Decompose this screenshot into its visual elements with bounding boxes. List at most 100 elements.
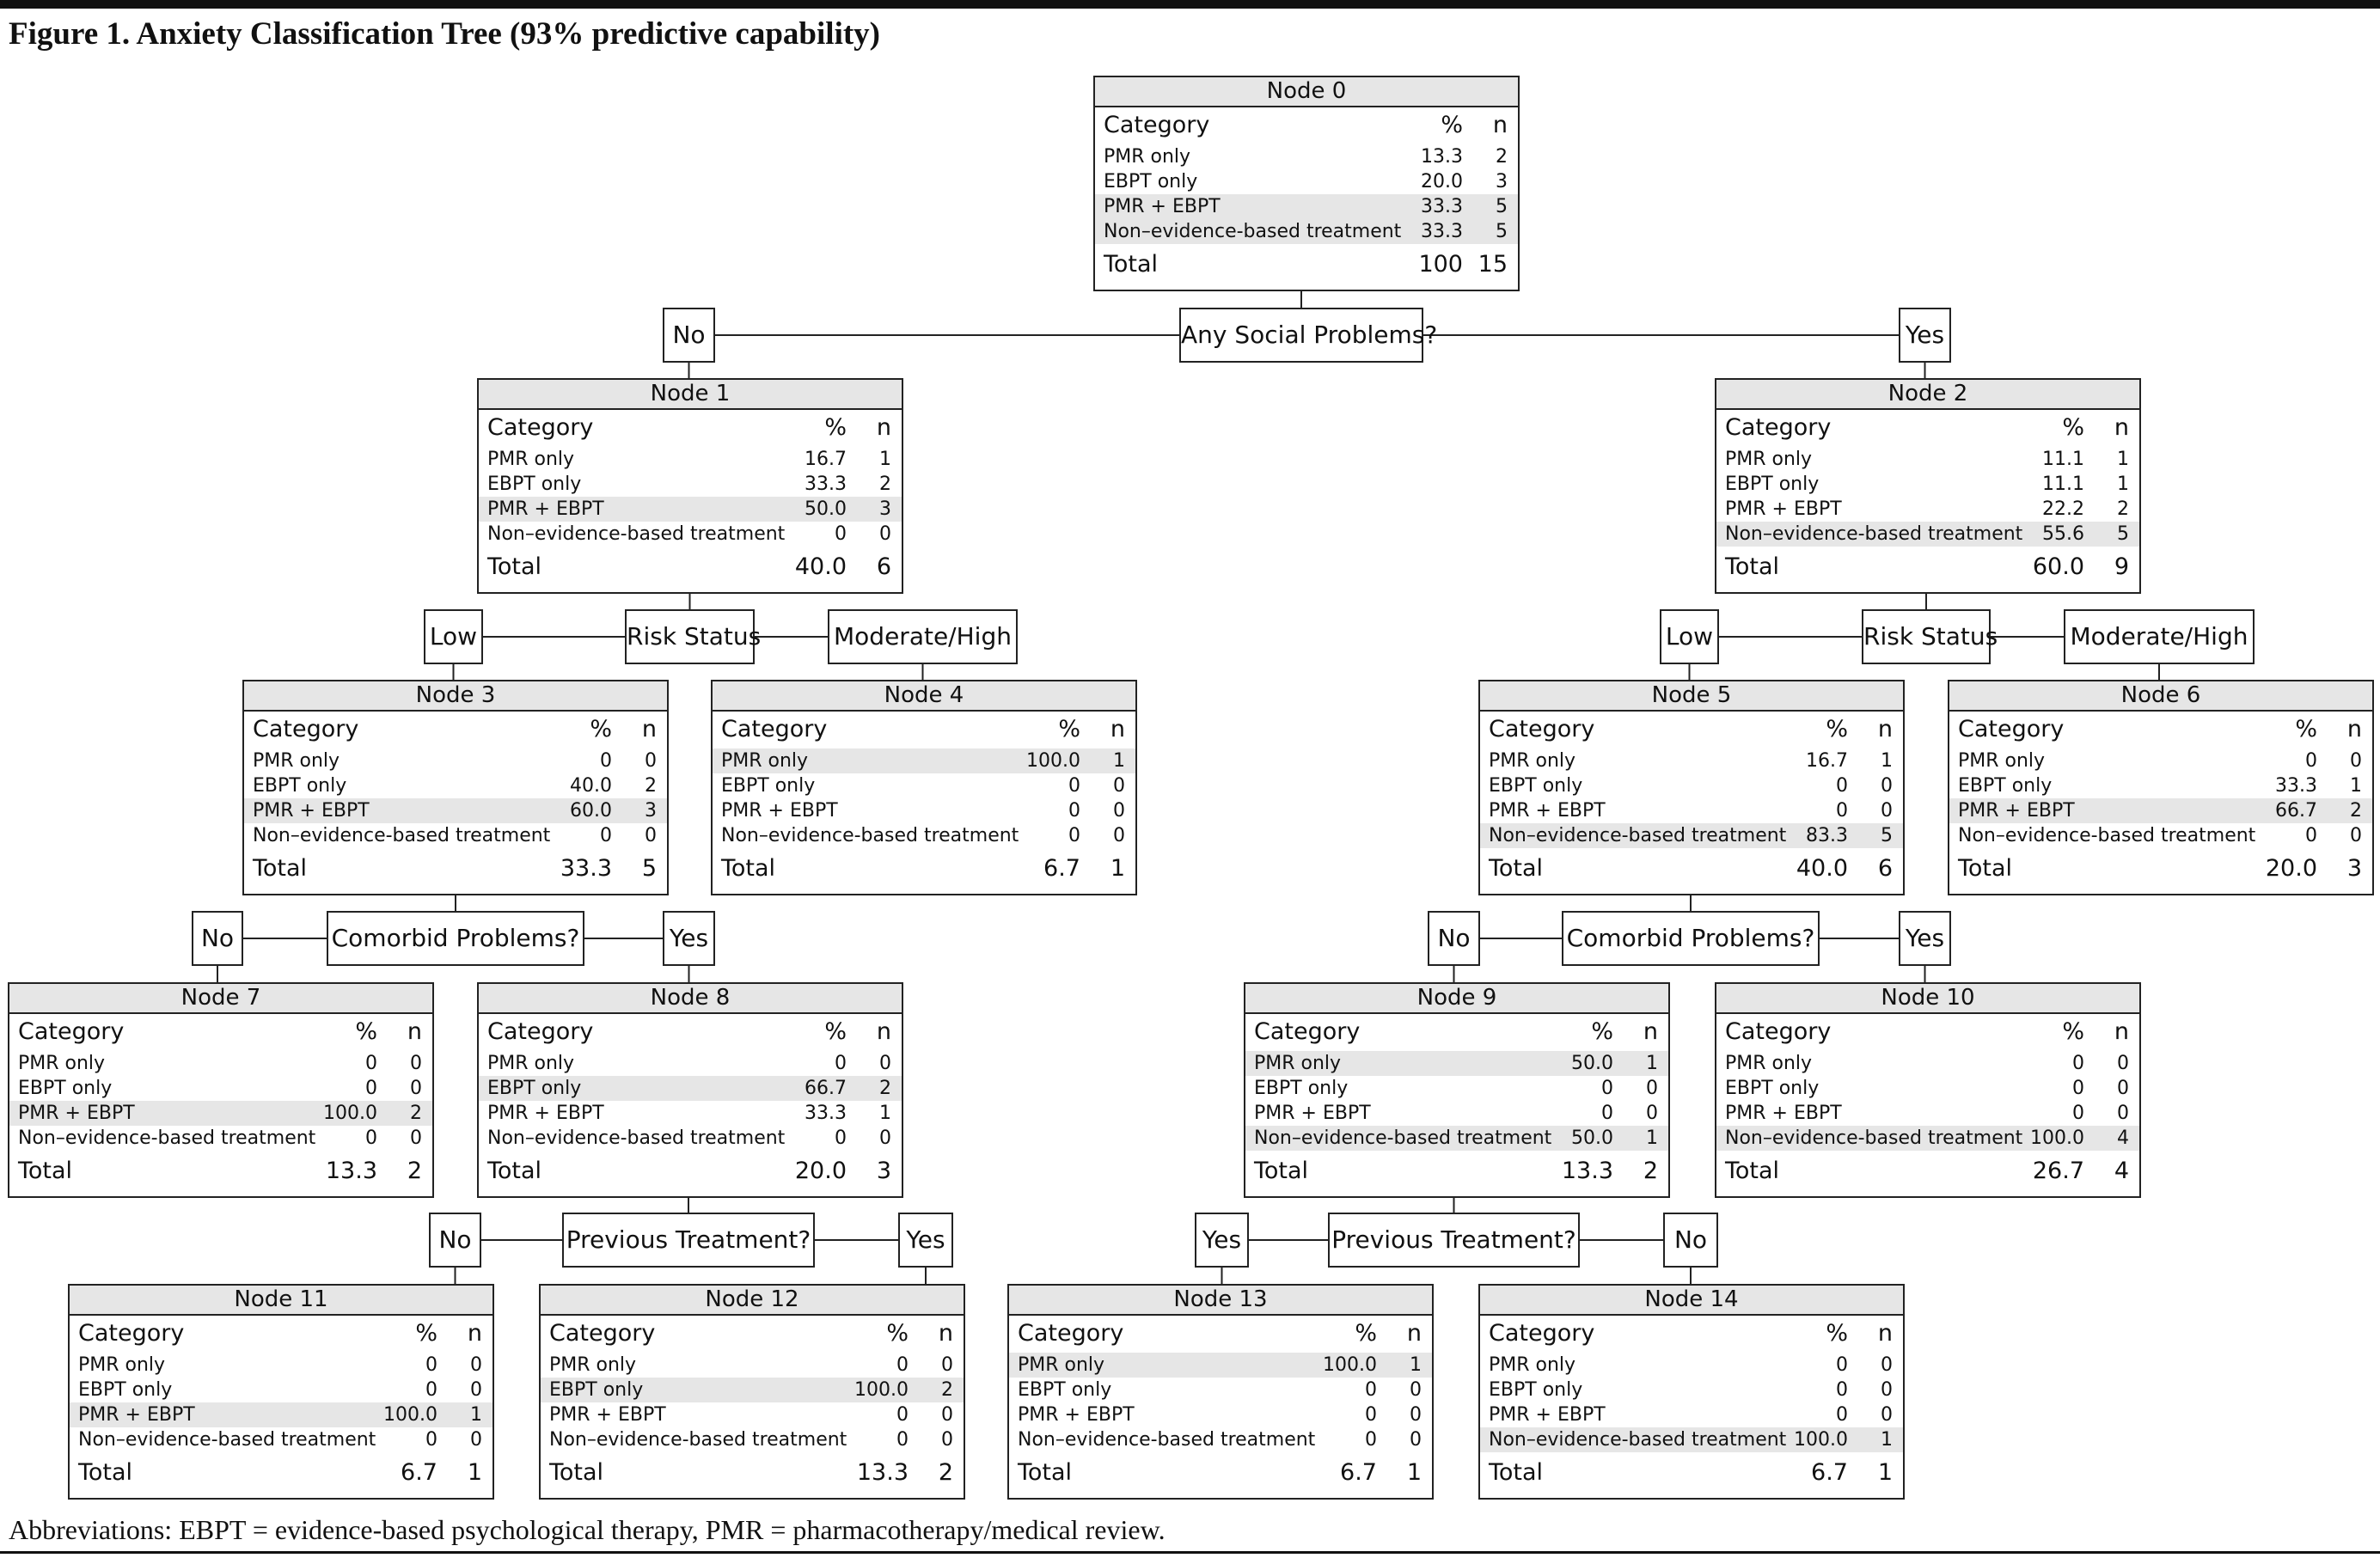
percent-header: % (355, 1018, 377, 1045)
percent-header: % (415, 1320, 437, 1347)
category-percent: 0 (425, 1429, 437, 1451)
category-percent: 0 (1068, 800, 1080, 822)
node-title: Node 6 (1949, 681, 2372, 712)
node-header-row: Category%n (18, 1017, 424, 1048)
count-header: n (2114, 1018, 2129, 1045)
category-label: EBPT only (721, 775, 816, 797)
category-label: EBPT only (1489, 1379, 1583, 1401)
total-label: Total (1489, 1459, 1544, 1486)
category-label: EBPT only (1018, 1379, 1112, 1401)
total-percent: 100 (1418, 251, 1463, 278)
category-label: PMR only (487, 449, 575, 470)
category-label: PMR only (1254, 1053, 1342, 1074)
category-count: 5 (1496, 196, 1508, 217)
category-label: PMR only (1018, 1354, 1105, 1376)
node-header-row: Category%n (1489, 1318, 1894, 1349)
category-label: PMR only (78, 1354, 166, 1376)
category-label: Non–evidence-based treatment (487, 1127, 786, 1149)
category-percent: 0 (425, 1379, 437, 1401)
category-percent: 11.1 (2042, 474, 2084, 495)
total-label: Total (721, 855, 776, 882)
category-count: 0 (645, 750, 657, 772)
total-count: 2 (938, 1459, 953, 1486)
category-count: 1 (2117, 449, 2129, 470)
category-label: PMR only (1489, 750, 1576, 772)
category-label: PMR + EBPT (1018, 1404, 1135, 1426)
node-title: Node 4 (713, 681, 1135, 712)
category-percent: 100.0 (1026, 750, 1080, 772)
category-count: 1 (879, 449, 891, 470)
category-percent: 100.0 (1794, 1429, 1848, 1451)
top-rule (0, 0, 2380, 9)
category-percent: 55.6 (2042, 523, 2084, 545)
category-label: EBPT only (18, 1078, 113, 1099)
node-header-row: Category%n (1254, 1017, 1660, 1048)
category-label: PMR only (18, 1053, 106, 1074)
category-count: 2 (941, 1379, 953, 1401)
social-right-branch-label: Yes (1899, 308, 1951, 363)
category-percent: 0 (425, 1354, 437, 1376)
category-label: PMR + EBPT (1725, 1103, 1842, 1124)
category-count: 5 (2117, 523, 2129, 545)
node-header-row: Category%n (1489, 714, 1894, 745)
category-count: 2 (410, 1103, 422, 1124)
category-percent: 0 (600, 825, 612, 846)
category-label: EBPT only (253, 775, 347, 797)
total-count: 1 (467, 1459, 482, 1486)
total-count: 2 (407, 1158, 422, 1184)
category-label: PMR only (253, 750, 340, 772)
total-label: Total (487, 1158, 542, 1184)
category-count: 0 (470, 1379, 482, 1401)
category-label: EBPT only (487, 474, 582, 495)
category-label: Non–evidence-based treatment (1489, 825, 1787, 846)
category-label: PMR + EBPT (1489, 800, 1606, 822)
category-percent: 66.7 (805, 1078, 847, 1099)
bottom-rule (0, 1551, 2380, 1554)
category-label: PMR only (1725, 449, 1813, 470)
category-count: 1 (1113, 750, 1125, 772)
total-count: 2 (1643, 1158, 1658, 1184)
category-percent: 0 (1836, 1354, 1848, 1376)
category-label: PMR + EBPT (1725, 498, 1842, 520)
category-percent: 33.3 (1421, 196, 1463, 217)
category-count: 3 (1496, 171, 1508, 192)
category-header: Category (78, 1320, 185, 1347)
total-label: Total (1725, 553, 1780, 580)
category-label: PMR only (487, 1053, 575, 1074)
node-title: Node 12 (541, 1286, 964, 1316)
category-count: 0 (1881, 1379, 1893, 1401)
comorbid-left-right-branch-label: Yes (663, 911, 715, 966)
category-header: Category (1254, 1018, 1361, 1045)
percent-header: % (1591, 1018, 1613, 1045)
category-header: Category (1018, 1320, 1124, 1347)
category-count: 1 (1410, 1354, 1422, 1376)
category-header: Category (1725, 414, 1832, 441)
category-count: 5 (1496, 221, 1508, 242)
category-label: EBPT only (1725, 1078, 1820, 1099)
percent-header: % (590, 716, 612, 742)
category-count: 1 (2350, 775, 2362, 797)
category-percent: 11.1 (2042, 449, 2084, 470)
percent-header: % (1826, 1320, 1848, 1347)
count-header: n (1492, 112, 1508, 138)
category-header: Category (549, 1320, 656, 1347)
percent-header: % (1058, 716, 1080, 742)
